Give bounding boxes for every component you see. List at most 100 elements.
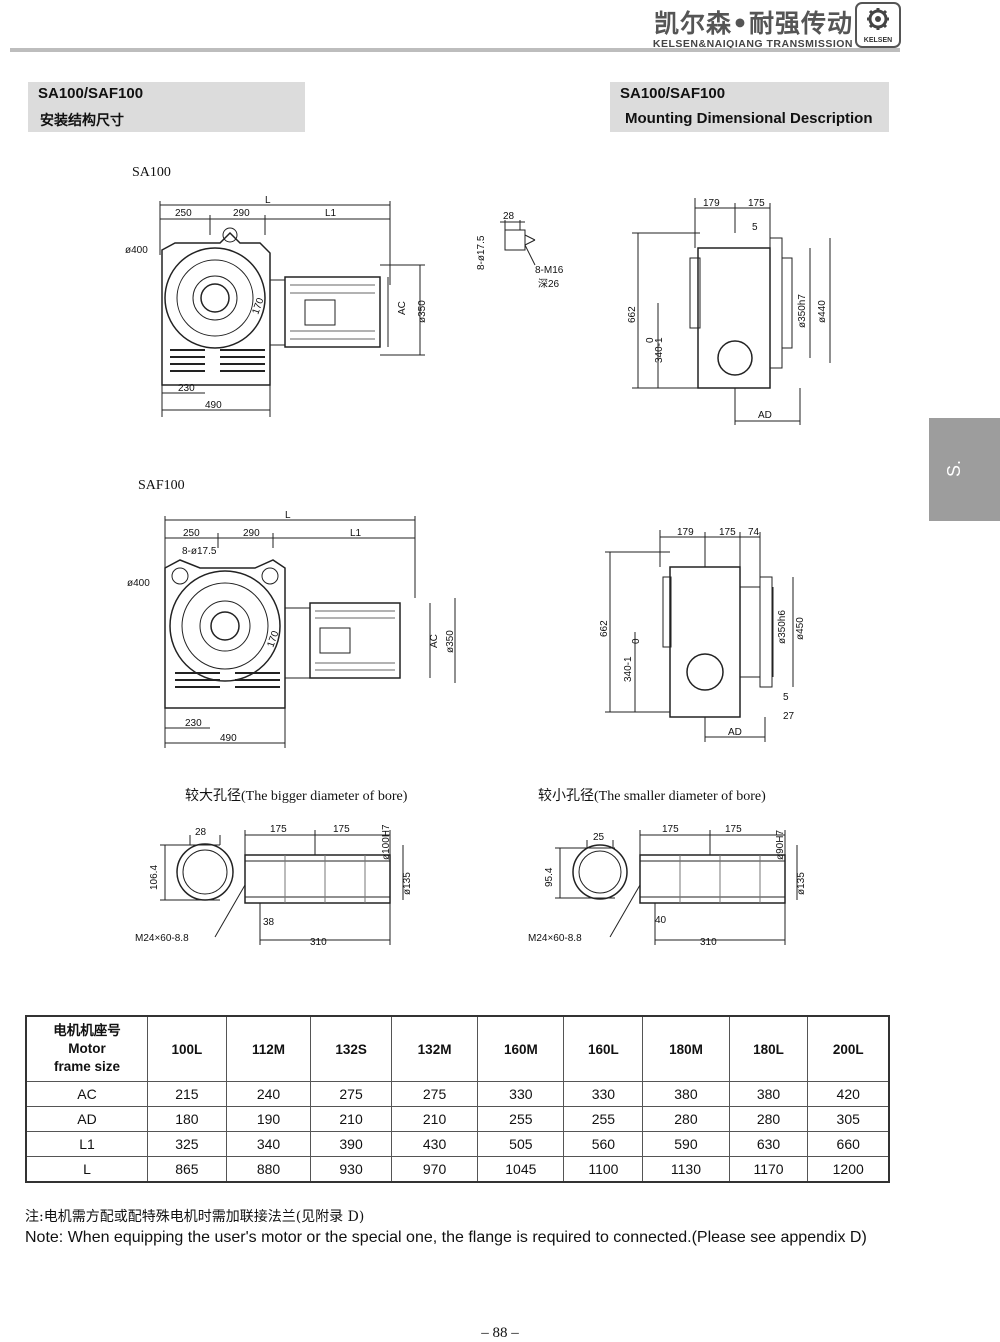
smallbore-dim-dia90: ø90H7	[775, 830, 786, 860]
bigbore-dim-106: 106.4	[149, 865, 160, 890]
smallbore-dim-310: 310	[700, 937, 717, 948]
table-cell: 210	[310, 1106, 392, 1132]
table-header-label: 电机机座号 Motor frame size	[25, 1015, 148, 1082]
side2-dim-74: 74	[748, 527, 760, 538]
table-cell: 505	[477, 1131, 565, 1157]
detail-holes: 8-ø17.5	[476, 235, 487, 270]
side2-dim-27: 27	[783, 711, 795, 722]
section-tab: S.	[929, 418, 1000, 521]
table-cell: 330	[563, 1081, 644, 1107]
row-label: L	[25, 1156, 148, 1183]
smallbore-dim-25: 25	[593, 832, 605, 843]
row-label: AC	[25, 1081, 148, 1107]
bigger-bore-drawing: 28 106.4 175 175 ø100H7 ø135 38 310 M24×…	[135, 824, 413, 948]
smallbore-dim-95: 95.4	[544, 867, 555, 887]
table-cell: 330	[477, 1081, 565, 1107]
column-header: 112M	[225, 1015, 312, 1082]
smallbore-dim-40: 40	[655, 915, 667, 926]
left-title-subtitle: 安装结构尺寸	[40, 112, 124, 128]
saf100-label: SAF100	[138, 478, 185, 493]
brand-logo: KELSEN	[855, 2, 901, 48]
side1-dim-5: 5	[752, 222, 758, 233]
column-header: 160L	[563, 1015, 644, 1082]
saf100-front-drawing: L 250 290 L1 8-ø17.5 ø400 170 AC ø350 23…	[127, 510, 456, 748]
note-english: Note: When equipping the user's motor or…	[25, 1229, 867, 1246]
sa100-front-drawing: L 250 290 L1 ø400 230 490 AC ø350 170	[125, 195, 428, 417]
bigbore-dim-175a: 175	[270, 824, 287, 835]
side2-dim-dia350h6: ø350h6	[777, 610, 788, 644]
table-cell: 865	[147, 1156, 227, 1183]
column-header: 100L	[147, 1015, 227, 1082]
side1-dim-175: 175	[748, 198, 765, 209]
table-cell: 340	[225, 1131, 312, 1157]
side2-dim-340: 340-1	[623, 656, 634, 682]
column-header: 180L	[728, 1015, 809, 1082]
saf-dim-AC: AC	[429, 634, 440, 648]
dim-L1: L1	[325, 208, 337, 219]
saf-dim-L1: L1	[350, 528, 362, 539]
column-header: 160M	[477, 1015, 565, 1082]
bigbore-bolt: M24×60-8.8	[135, 933, 189, 944]
column-header: 132M	[390, 1015, 479, 1082]
detail-dim-28: 28	[503, 211, 515, 222]
side1-dim-dia350h7: ø350h7	[797, 294, 808, 328]
table-cell: 420	[807, 1081, 890, 1107]
table-cell: 590	[642, 1131, 730, 1157]
table-cell: 630	[728, 1131, 809, 1157]
note-chinese: 注:电机需方配或配特殊电机时需加联接法兰(见附录 D)	[25, 1209, 365, 1225]
dim-250: 250	[175, 208, 192, 219]
side1-dim-AD: AD	[758, 410, 772, 421]
section-tab-label: S.	[944, 459, 965, 478]
saf-dim-dia350: ø350	[445, 630, 456, 653]
detail-thread: 8-M16	[535, 265, 564, 276]
table-cell: 560	[563, 1131, 644, 1157]
table-row: L 865 880 930 970 1045 1100 1130 1170 12…	[25, 1156, 890, 1183]
header-label-en1: Motor	[68, 1041, 106, 1056]
table-cell: 380	[642, 1081, 730, 1107]
sa100-label: SA100	[132, 165, 171, 180]
saf-dim-dia400: ø400	[127, 578, 150, 589]
table-cell: 275	[390, 1081, 479, 1107]
table-cell: 880	[225, 1156, 312, 1183]
header-label-en2: frame size	[53, 1059, 121, 1074]
bigbore-dim-dia135: ø135	[402, 872, 413, 895]
bigbore-dim-310: 310	[310, 937, 327, 948]
saf-dim-holes: 8-ø17.5	[182, 546, 217, 557]
left-title-box: SA100/SAF100 安装结构尺寸	[28, 82, 305, 132]
motor-frame-size-table: 电机机座号 Motor frame size 100L 112M 132S 13…	[25, 1015, 890, 1183]
logo-text: KELSEN	[863, 37, 893, 44]
table-cell: 180	[147, 1106, 227, 1132]
saf-dim-230: 230	[185, 718, 202, 729]
table-cell: 1045	[477, 1156, 565, 1183]
saf-dim-490: 490	[220, 733, 237, 744]
table-cell: 390	[310, 1131, 392, 1157]
dim-290: 290	[233, 208, 250, 219]
header-label-cn: 电机机座号	[53, 1023, 121, 1038]
left-title-model: SA100/SAF100	[38, 85, 144, 102]
side2-dim-5: 5	[783, 692, 789, 703]
saf-dim-290: 290	[243, 528, 260, 539]
table-cell: 305	[807, 1106, 890, 1132]
side1-dim-340: 340-1	[654, 337, 665, 363]
table-cell: 210	[390, 1106, 479, 1132]
detail-depth: 深26	[538, 278, 560, 290]
smaller-bore-caption: 较小孔径(The smaller diameter of bore)	[538, 789, 766, 804]
brand-name-en: KELSEN&NAIQIANG TRANSMISSION	[652, 38, 853, 50]
table-cell: 430	[390, 1131, 479, 1157]
table-header-row: 电机机座号 Motor frame size 100L 112M 132S 13…	[25, 1015, 890, 1082]
header-divider	[10, 48, 900, 52]
dim-dia350: ø350	[417, 300, 428, 323]
right-title-box: SA100/SAF100 Mounting Dimensional Descri…	[610, 82, 889, 132]
table-cell: 280	[728, 1106, 809, 1132]
smallbore-dim-175a: 175	[662, 824, 679, 835]
brand-block: 凯尔森•耐强传动 KELSEN&NAIQIANG TRANSMISSION	[653, 4, 853, 50]
table-cell: 325	[147, 1131, 227, 1157]
side1-tol: 0	[645, 337, 656, 343]
bigger-bore-caption: 较大孔径(The bigger diameter of bore)	[185, 789, 408, 804]
table-cell: 190	[225, 1106, 312, 1132]
side2-dim-dia450: ø450	[795, 617, 806, 640]
dim-L: L	[265, 195, 271, 206]
right-title-model: SA100/SAF100	[620, 85, 726, 102]
column-header: 180M	[642, 1015, 730, 1082]
smallbore-dim-175b: 175	[725, 824, 742, 835]
